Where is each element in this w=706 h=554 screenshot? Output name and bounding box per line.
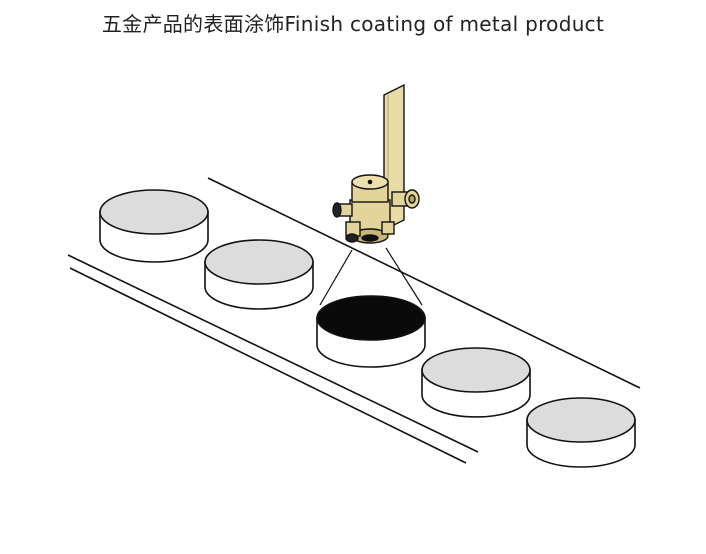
spray-nozzle	[332, 83, 420, 244]
disc-5	[526, 397, 636, 468]
disc-4	[421, 347, 531, 418]
conveyor-back-edge	[207, 177, 641, 389]
disc-coated	[316, 295, 426, 368]
nozzle-left-fitting	[332, 202, 353, 218]
conveyor-belt	[67, 177, 641, 464]
nozzle-lower-fitting	[345, 221, 361, 243]
nozzle-right-lower-fitting	[381, 221, 395, 235]
conveyor-front-edge-inner	[69, 267, 467, 464]
conveyor-front-edge-outer	[67, 254, 479, 453]
disc-2	[204, 239, 314, 310]
spray-cone	[319, 247, 423, 306]
disc-1	[99, 189, 209, 263]
page-title: 五金产品的表面涂饰Finish coating of metal product	[101, 12, 605, 36]
nozzle-side-fitting	[391, 189, 420, 209]
